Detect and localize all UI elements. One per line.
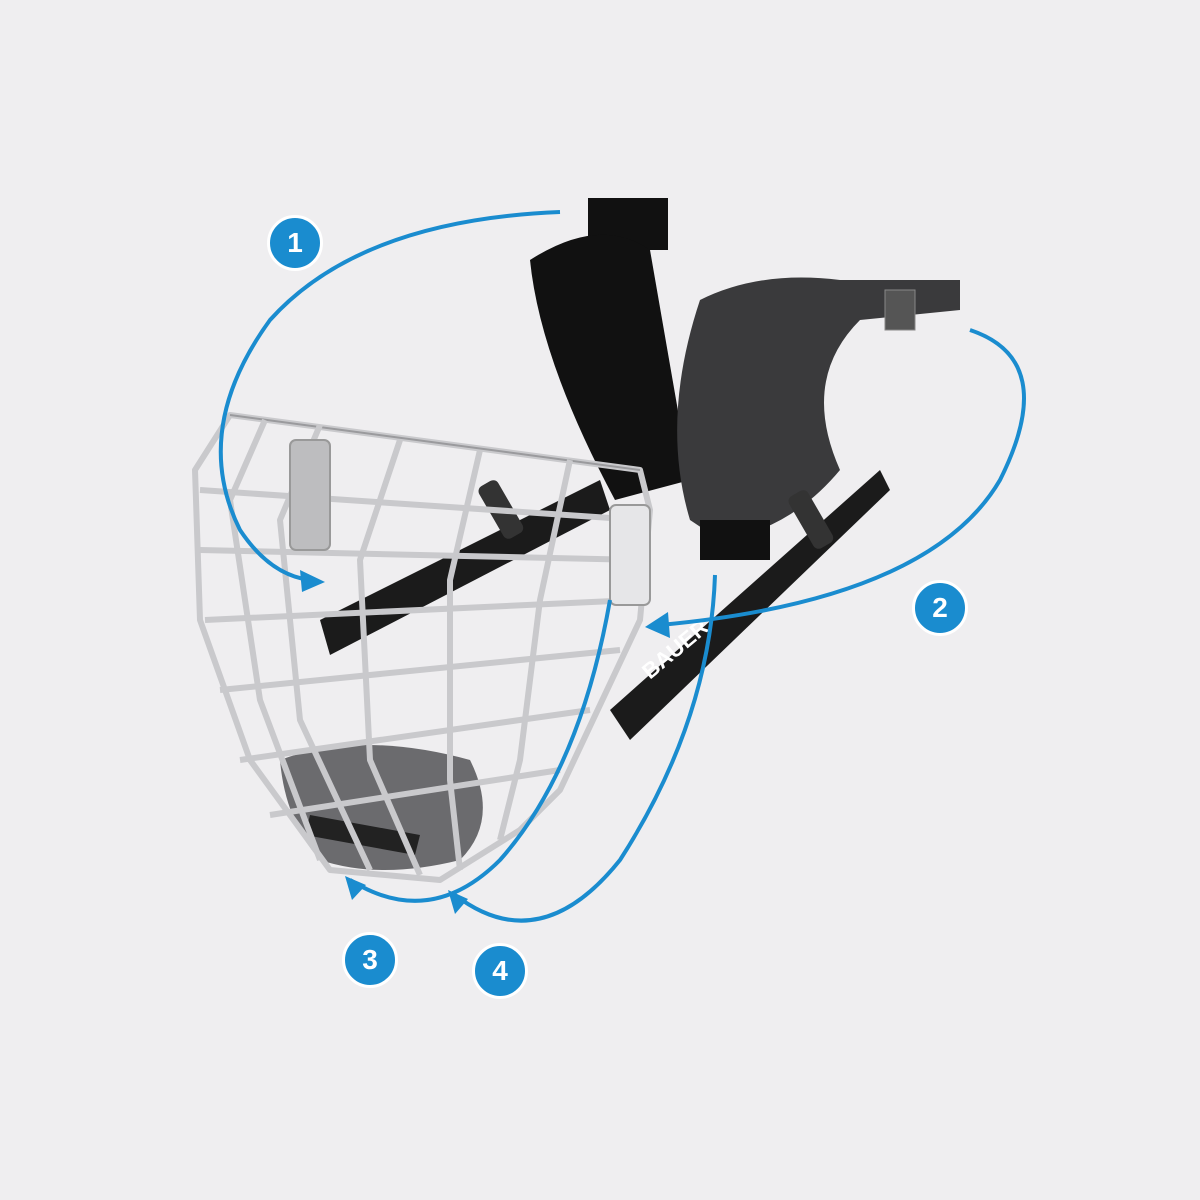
instruction-arrows — [218, 210, 1026, 923]
helmet-side-pad — [530, 198, 960, 560]
step-3-badge: 3 — [342, 932, 398, 988]
step-1-badge: 1 — [267, 215, 323, 271]
step-4-badge: 4 — [472, 943, 528, 999]
step-2-badge: 2 — [912, 580, 968, 636]
chin-cup — [280, 745, 483, 870]
wire-cage — [192, 412, 653, 883]
arrowheads — [300, 570, 670, 914]
